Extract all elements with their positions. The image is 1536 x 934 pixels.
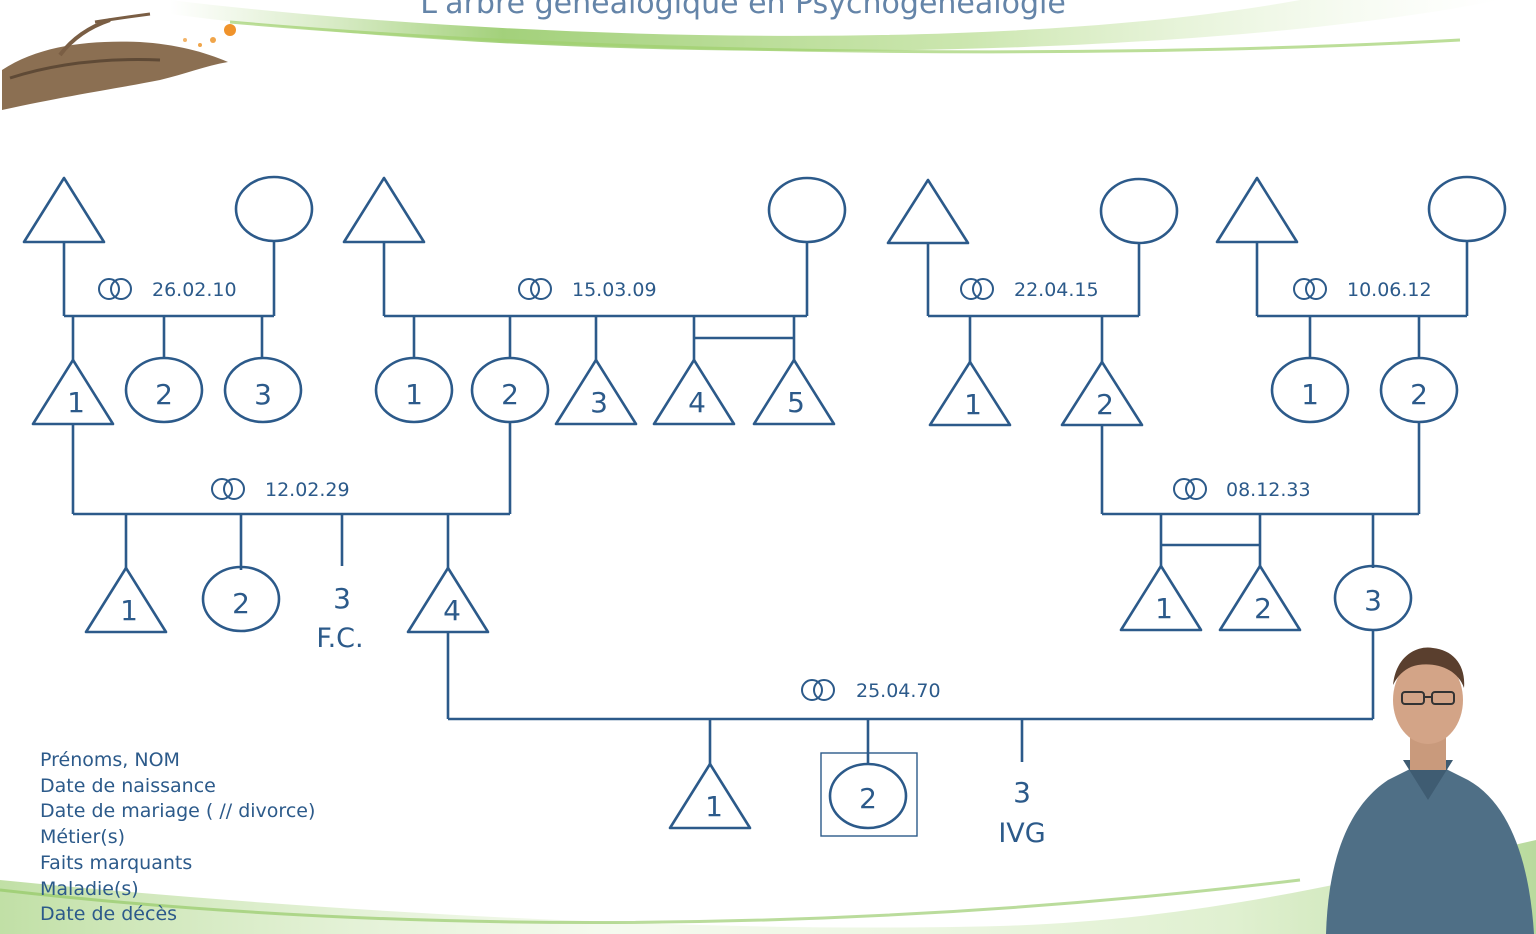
person-number: 1 <box>1155 592 1173 625</box>
person-number: 1 <box>67 386 85 419</box>
presenter-video-overlay <box>1326 647 1534 934</box>
fausse-couche-note: F.C. <box>316 623 363 654</box>
branch-logo-icon <box>2 12 236 110</box>
legend-item: Date de mariage ( // divorce) <box>40 800 316 823</box>
ancestor-2-male-triangle <box>342 176 426 244</box>
person-number: 1 <box>1301 378 1319 411</box>
person-number: 5 <box>787 386 805 419</box>
ancestor-3-female-circle <box>1099 177 1179 245</box>
gen3-right-2-triangle <box>1218 564 1302 632</box>
marriage-date: 26.02.10 <box>152 279 237 301</box>
person-number: 2 <box>859 782 877 815</box>
wedding-rings-icon <box>518 278 552 300</box>
gen2-a-2-circle <box>124 356 204 424</box>
person-number: 1 <box>705 790 723 823</box>
legend-item: Métier(s) <box>40 826 126 849</box>
gen2-c-1-triangle <box>928 360 1012 427</box>
gen3-left-1-triangle <box>84 566 168 634</box>
ancestor-2-female-circle <box>767 176 847 244</box>
proband-highlight-box <box>820 752 918 837</box>
grandparents-right-connectors <box>1100 422 1421 568</box>
wedding-rings-icon <box>1293 278 1327 300</box>
wedding-rings-icon <box>1173 478 1207 500</box>
person-number: 3 <box>254 378 272 411</box>
ancestor-2-connectors <box>382 242 809 360</box>
wedding-rings-icon <box>960 278 994 300</box>
person-number: 1 <box>120 594 138 627</box>
marriage-date: 10.06.12 <box>1347 279 1432 301</box>
legend-item: Maladie(s) <box>40 877 139 900</box>
ancestor-4-female-circle <box>1427 175 1507 243</box>
legend-item: Date de naissance <box>40 774 216 797</box>
gen3-right-1-triangle <box>1119 564 1203 632</box>
person-number: 3 <box>590 386 608 419</box>
legend-item: Faits marquants <box>40 851 193 874</box>
ancestor-3-connectors <box>926 243 1141 362</box>
top-green-swoosh <box>170 0 1500 51</box>
ancestor-4-connectors <box>1255 241 1469 358</box>
gen2-b-3-triangle <box>554 358 638 426</box>
person-number: 3 <box>1364 584 1382 617</box>
person-number: 2 <box>501 378 519 411</box>
legend-item: Prénoms, NOM <box>40 749 180 771</box>
gen3-left-2-circle <box>201 565 281 633</box>
gen2-b-5-triangle <box>752 358 836 426</box>
person-number: 4 <box>443 594 461 627</box>
marriage-date: 12.02.29 <box>265 479 350 501</box>
ancestor-1-male-triangle <box>22 176 106 244</box>
wedding-rings-icon <box>211 478 245 500</box>
gen2-b-1-circle <box>374 356 454 424</box>
ivg-note: IVG <box>998 818 1045 849</box>
person-number: 2 <box>1410 378 1428 411</box>
bottom-green-swoosh-line <box>0 878 1301 924</box>
parents-connectors <box>446 630 1375 764</box>
legend-item: Date de décès <box>40 903 178 926</box>
wedding-rings-icon <box>801 679 835 701</box>
gen4-1-triangle <box>668 762 752 830</box>
wedding-rings-icon <box>98 278 132 300</box>
person-number: 2 <box>155 378 173 411</box>
marriage-date: 15.03.09 <box>572 279 657 301</box>
gen2-b-4-triangle <box>652 358 736 426</box>
person-number: 2 <box>1096 388 1114 421</box>
person-number: 2 <box>232 587 250 620</box>
person-number: 3 <box>333 582 351 615</box>
ancestor-3-male-triangle <box>886 178 970 245</box>
gen2-a-3-circle <box>223 356 303 424</box>
person-number: 4 <box>688 386 706 419</box>
marriage-date: 08.12.33 <box>1226 479 1311 501</box>
person-number: 3 <box>1013 776 1031 809</box>
ancestor-1-connectors <box>62 241 276 362</box>
ancestor-4-male-triangle <box>1215 176 1299 244</box>
marriage-date: 22.04.15 <box>1014 279 1099 301</box>
person-number: 1 <box>964 388 982 421</box>
ancestor-1-female-circle <box>234 175 314 243</box>
legend-list: Prénoms, NOM Date de naissance Date de m… <box>40 748 315 928</box>
person-number: 2 <box>1254 592 1272 625</box>
top-green-swoosh-line <box>229 20 1461 54</box>
grandparents-left-connectors <box>71 422 512 570</box>
gen2-d-1-circle <box>1270 356 1350 424</box>
marriage-date: 25.04.70 <box>856 680 941 702</box>
slide-title: L'arbre généalogique en Psychogénéalogie <box>420 0 1066 21</box>
gen4-2-circle <box>828 762 908 830</box>
person-number: 1 <box>405 378 423 411</box>
